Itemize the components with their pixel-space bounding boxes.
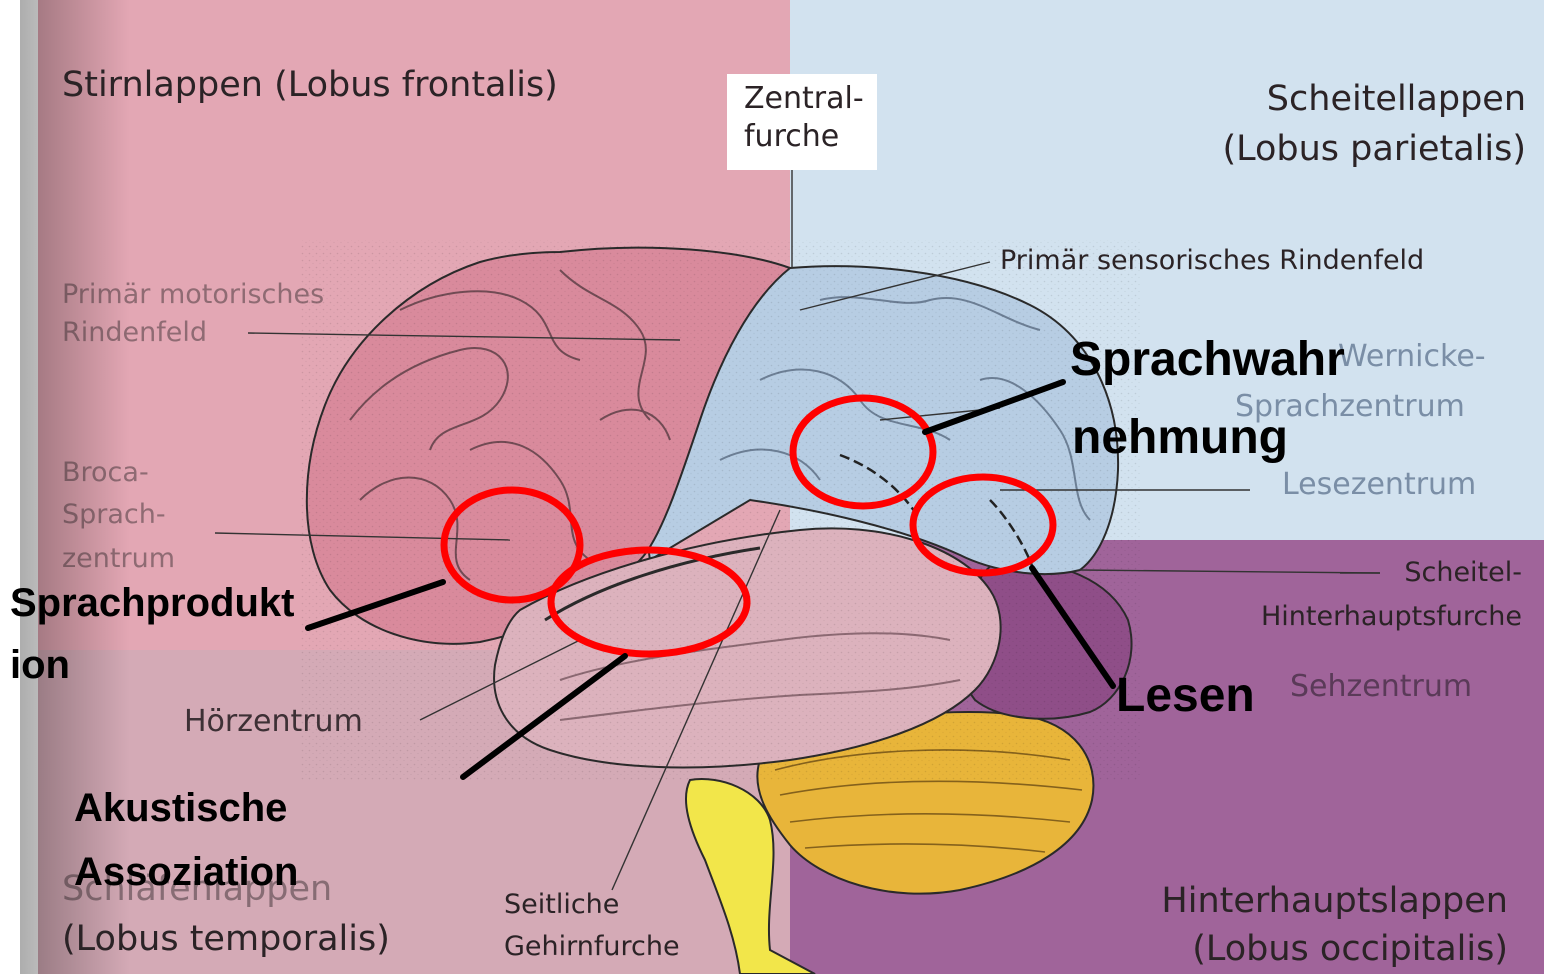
acoustic-association-annotation-1: Akustische (74, 788, 287, 828)
sensory-cortex-label: Primär sensorisches Rindenfeld (1000, 246, 1424, 276)
broca-label-2: Sprach- (62, 500, 166, 530)
central-sulcus-label-2: furche (744, 120, 839, 153)
speech-production-annotation-1: Sprachprodukt (10, 583, 294, 623)
lateral-sulcus-label-1: Seitliche (504, 890, 619, 920)
auditory-center-label: Hörzentrum (184, 705, 363, 738)
wernicke-label-1: Wernicke- (1338, 340, 1486, 373)
speech-production-annotation-2: ion (10, 645, 70, 685)
speech-perception-annotation-1: Sprachwahr (1070, 336, 1345, 384)
occipital-lobe-label-1: Hinterhauptslappen (1161, 882, 1508, 921)
occipital-lobe-label-2: (Lobus occipitalis) (1192, 930, 1508, 969)
motor-cortex-label-2: Rindenfeld (62, 318, 207, 348)
parieto-occipital-furrow-label-1: Scheitel- (1404, 558, 1522, 588)
central-sulcus-label-1: Zentral- (744, 82, 864, 115)
visual-center-label: Sehzentrum (1290, 670, 1472, 703)
broca-label-3: zentrum (62, 544, 175, 574)
reading-center-label: Lesezentrum (1282, 468, 1476, 501)
frontal-lobe-label: Stirnlappen (Lobus frontalis) (62, 66, 558, 105)
speech-perception-annotation-2: nehmung (1072, 414, 1288, 462)
motor-cortex-label-1: Primär motorisches (62, 280, 324, 310)
acoustic-association-annotation-2: Assoziation (74, 852, 298, 892)
temporal-lobe-label-2: (Lobus temporalis) (62, 920, 390, 959)
reading-annotation: Lesen (1116, 672, 1255, 720)
lateral-sulcus-label-2: Gehirnfurche (504, 932, 680, 962)
parietal-lobe-label-2: (Lobus parietalis) (1222, 130, 1526, 169)
parieto-occipital-furrow-label-2: Hinterhauptsfurche (1261, 602, 1522, 632)
parietal-lobe-label-1: Scheitellappen (1267, 80, 1526, 119)
broca-label-1: Broca- (62, 458, 149, 488)
